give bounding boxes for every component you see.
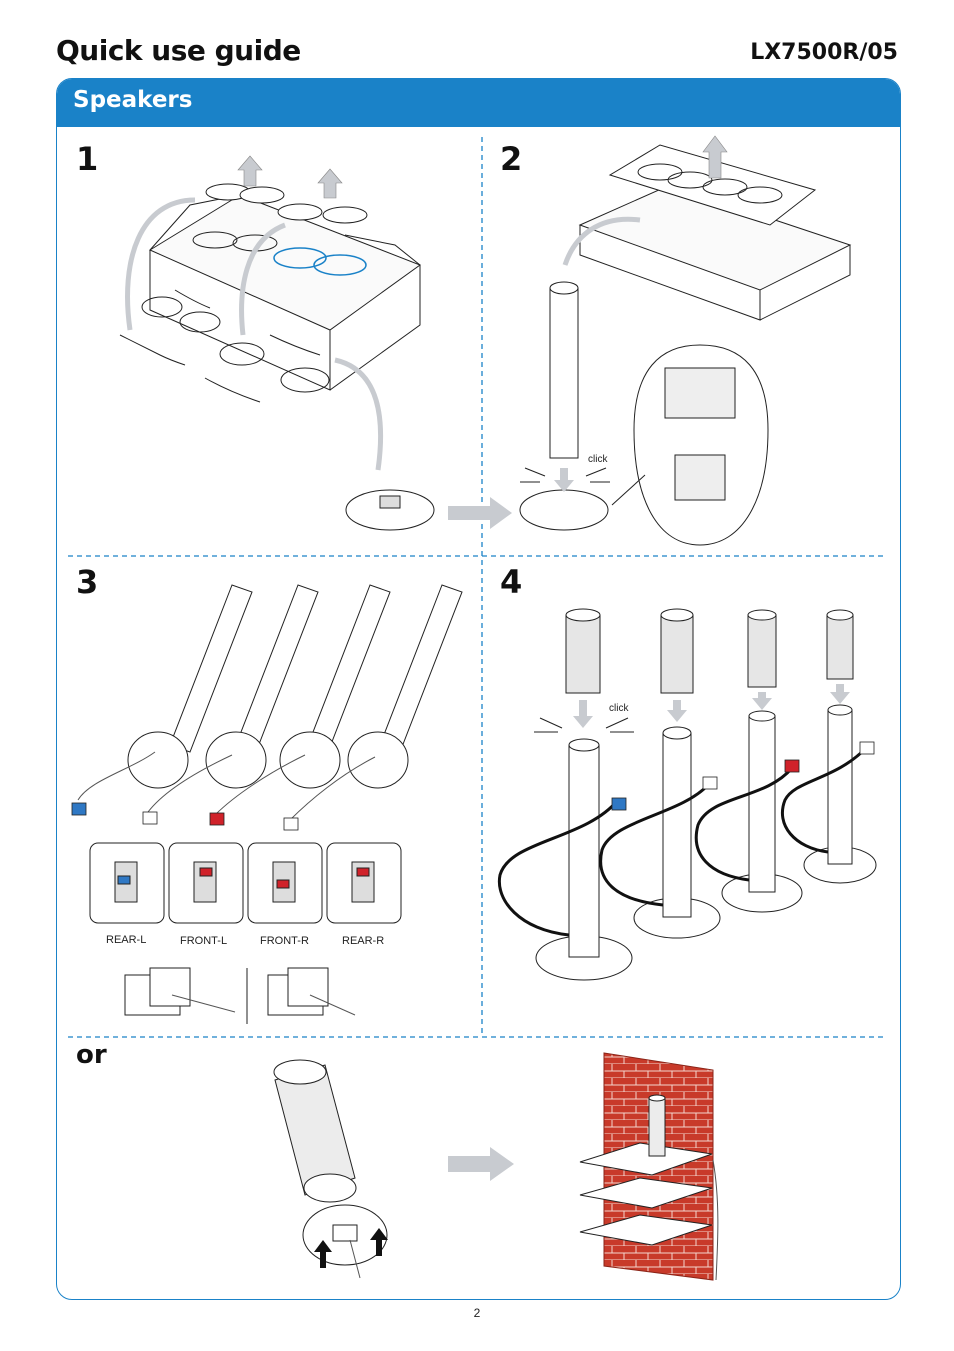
step-3-number: 3	[76, 563, 99, 601]
step4-click-annotation: click	[609, 703, 629, 714]
or-up-arrows	[314, 1228, 388, 1268]
label-rear-l: REAR-L	[106, 934, 147, 946]
page-title: Quick use guide	[56, 34, 301, 67]
step2-curved-arrow	[562, 216, 641, 266]
step2-lift-arrow	[702, 135, 728, 179]
step2-click-marks	[520, 467, 610, 483]
step4-cables	[497, 746, 868, 937]
label-rear-r: REAR-R	[342, 935, 385, 947]
step2-down-arrow	[554, 468, 574, 492]
or-transition-arrow	[448, 1147, 514, 1181]
step1-lift-arrows	[237, 155, 343, 199]
step4-cable-plugs	[611, 741, 875, 811]
step2-speaker-tube	[519, 281, 609, 531]
step3-speakers	[127, 584, 463, 789]
step3-cables	[77, 751, 376, 821]
step3-plug-insert-detail	[124, 967, 356, 1024]
step-2-number: 2	[500, 140, 523, 178]
step1-curved-arrows	[125, 197, 384, 471]
label-front-l: FRONT-L	[180, 935, 228, 947]
model-number: LX7500R/05	[750, 40, 898, 65]
step4-down-arrows	[573, 684, 850, 728]
page-number: 2	[473, 1306, 481, 1320]
step4-speakers	[535, 608, 877, 981]
step1-box-illustration	[119, 183, 422, 403]
step3-cable-plugs	[71, 802, 299, 831]
or-speaker-tube	[273, 1059, 388, 1279]
step3-connector-panels	[89, 842, 402, 924]
label-front-r: FRONT-R	[260, 935, 309, 947]
step-4-number: 4	[500, 563, 523, 601]
step1-base-disc	[345, 489, 435, 531]
dashed-dividers	[68, 137, 886, 1038]
section-title: Speakers	[73, 87, 193, 113]
step4-click-marks	[534, 717, 634, 733]
step-1-number: 1	[76, 140, 99, 178]
wall-shelves	[579, 1094, 719, 1281]
step2-click-annotation: click	[588, 454, 608, 465]
alternative-label: or	[76, 1040, 107, 1070]
step-transition-arrow	[448, 497, 512, 529]
step2-detail-callout	[611, 344, 769, 546]
step2-box-illustration	[578, 144, 852, 321]
section-header-band: Speakers	[57, 79, 900, 127]
